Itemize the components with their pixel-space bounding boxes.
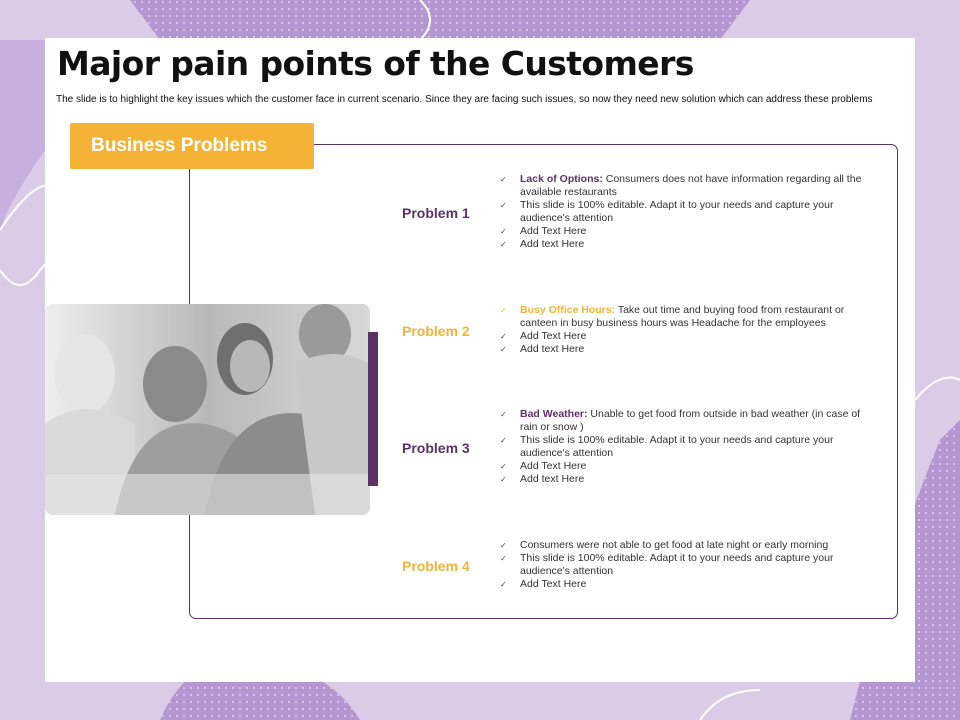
page-title: Major pain points of the Customers [57,44,694,83]
list-item: ✓This slide is 100% editable. Adapt it t… [500,199,834,224]
check-icon: ✓ [500,175,507,184]
list-item: ✓Add Text Here [500,225,587,237]
check-icon: ✓ [500,580,507,589]
team-photo [45,304,370,515]
list-item: ✓Lack of Options: Consumers does not hav… [500,173,862,198]
problem-4-label: Problem 4 [402,558,470,574]
check-icon: ✓ [500,240,507,249]
check-icon: ✓ [500,410,507,419]
section-header: Business Problems [70,123,314,169]
list-item: ✓Busy Office Hours: Take out time and bu… [500,304,845,329]
photo-accent-bar [368,332,378,486]
list-item: ✓Add text Here [500,473,585,485]
list-item: ✓This slide is 100% editable. Adapt it t… [500,552,834,577]
check-icon: ✓ [500,201,507,210]
list-item: ✓Add text Here [500,343,585,355]
list-item: ✓Add text Here [500,238,585,250]
check-icon: ✓ [500,345,507,354]
list-item: ✓Consumers were not able to get food at … [500,539,829,551]
problem-2-list: ✓Busy Office Hours: Take out time and bu… [500,304,880,356]
problem-1-label: Problem 1 [402,205,470,221]
problem-3-list: ✓Bad Weather: Unable to get food from ou… [500,408,880,486]
list-item: ✓Add Text Here [500,460,587,472]
problem-2-label: Problem 2 [402,323,470,339]
list-item: ✓Add Text Here [500,330,587,342]
team-photo-illustration [45,304,370,515]
check-icon: ✓ [500,541,507,550]
problem-3-label: Problem 3 [402,440,470,456]
check-icon: ✓ [500,306,507,315]
list-item: ✓This slide is 100% editable. Adapt it t… [500,434,834,459]
list-item: ✓Bad Weather: Unable to get food from ou… [500,408,861,433]
check-icon: ✓ [500,462,507,471]
list-item: ✓Add Text Here [500,578,587,590]
problem-4-list: ✓Consumers were not able to get food at … [500,539,880,591]
check-icon: ✓ [500,436,507,445]
check-icon: ✓ [500,227,507,236]
check-icon: ✓ [500,475,507,484]
problem-1-list: ✓Lack of Options: Consumers does not hav… [500,173,880,251]
check-icon: ✓ [500,332,507,341]
page-subtitle: The slide is to highlight the key issues… [56,94,873,105]
check-icon: ✓ [500,554,507,563]
